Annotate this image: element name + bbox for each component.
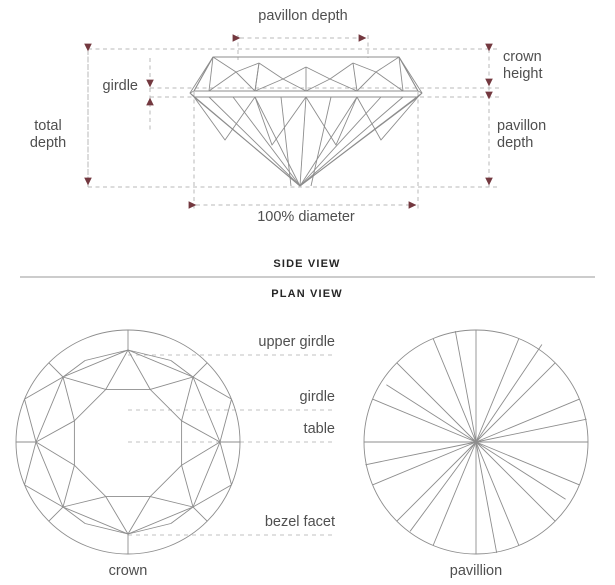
crown-plan-view (15, 329, 241, 555)
label-girdle-side: girdle (102, 78, 138, 94)
label-crown-height-line1: crown (503, 49, 542, 65)
callout-upper-girdle: upper girdle (258, 334, 335, 350)
callout-girdle: girdle (299, 389, 335, 405)
diamond-side-view (189, 56, 423, 187)
label-pavillon-depth-right-line2: depth (497, 135, 534, 151)
callout-table: table (303, 421, 335, 437)
heading-side-view: SIDE VIEW (273, 258, 341, 270)
caption-crown: crown (108, 563, 148, 579)
callout-bezel-facet: bezel facet (264, 514, 335, 530)
label-pavillon-depth-top: pavillon depth (258, 8, 348, 24)
caption-pavillion: pavillion (449, 563, 503, 579)
label-pavillon-depth-right-line1: pavillon (497, 118, 547, 134)
label-total-depth-line2: depth (29, 135, 67, 151)
heading-plan-view: PLAN VIEW (271, 288, 343, 300)
pavillion-plan-view (363, 329, 589, 555)
label-diameter: 100% diameter (257, 209, 355, 225)
dimension-arrows (84, 34, 493, 209)
label-crown-height-line2: height (503, 66, 543, 82)
label-total-depth-line1: total (34, 118, 62, 134)
plan-view-leader-lines (128, 354, 335, 536)
side-view-guides (87, 35, 500, 212)
